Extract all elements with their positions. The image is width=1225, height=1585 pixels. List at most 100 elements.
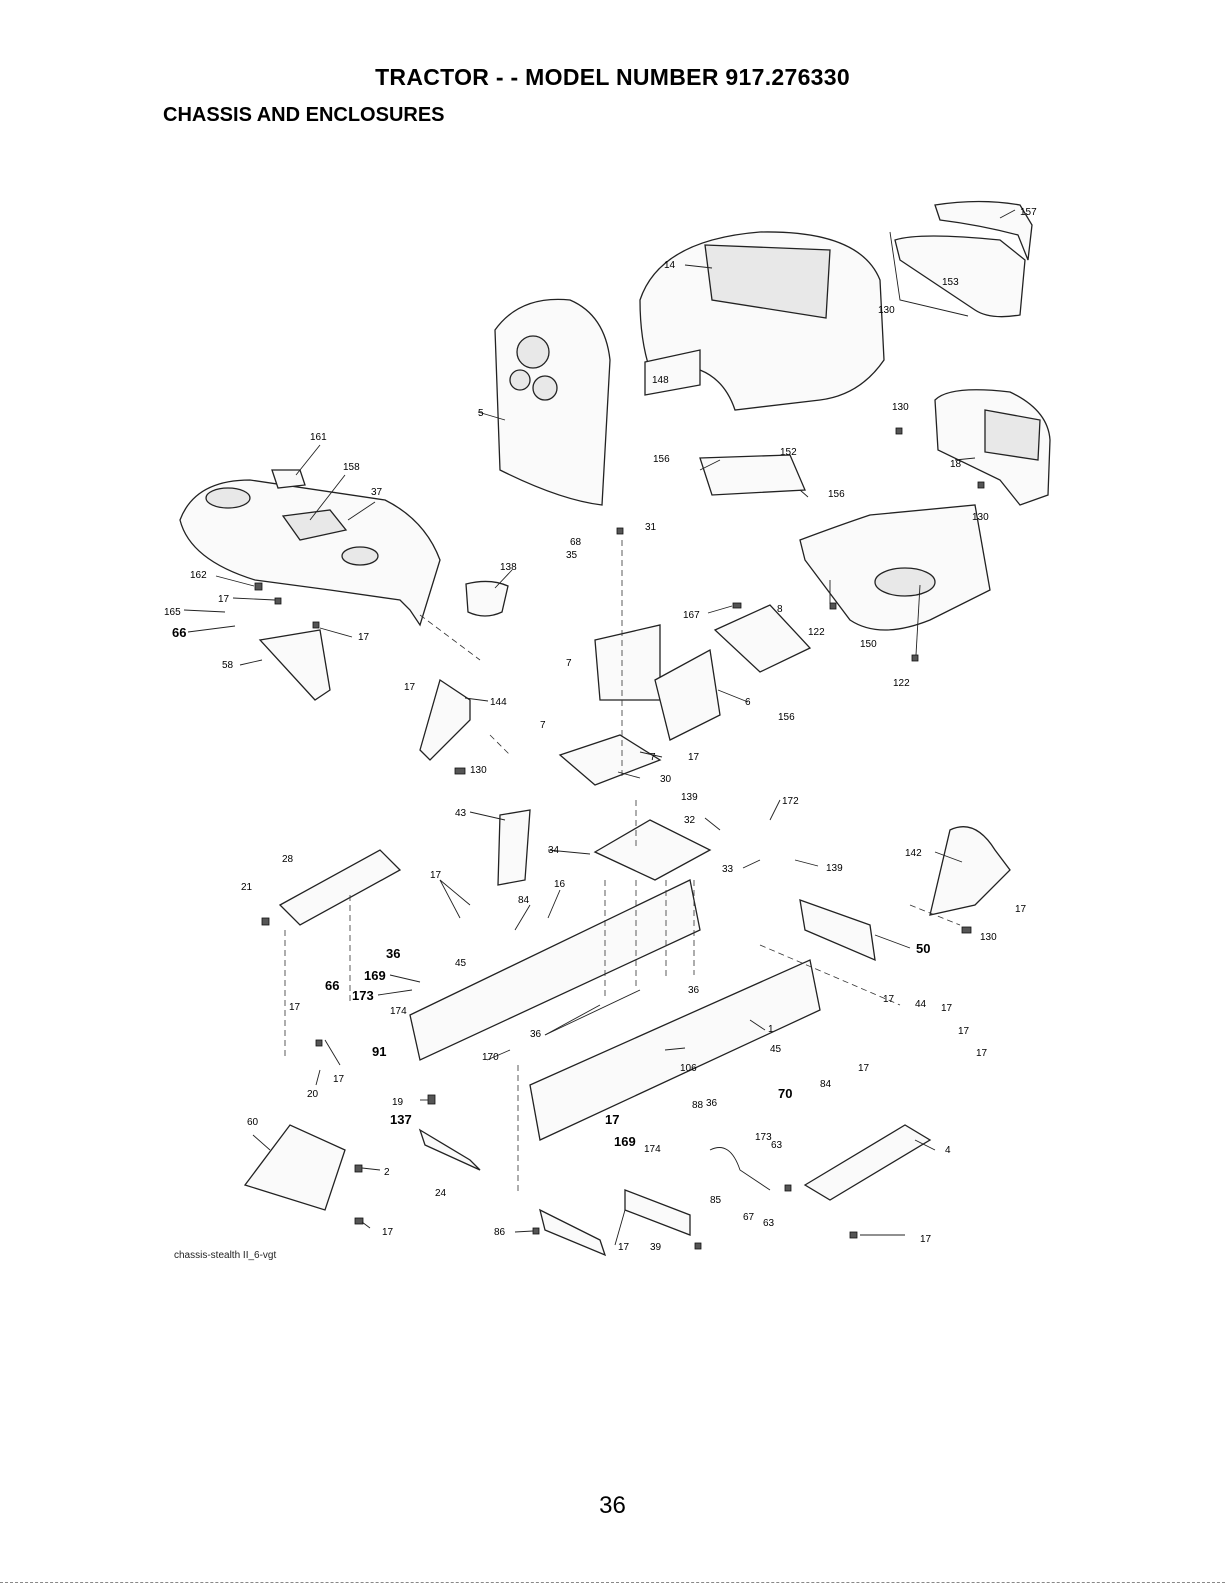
part-callout: 16	[554, 879, 566, 890]
part-callout: 161	[310, 432, 327, 443]
part-callout: 32	[684, 815, 696, 826]
part-callout: 39	[650, 1242, 662, 1253]
part-callout: 17	[289, 1002, 301, 1013]
part-callout: 6	[745, 697, 751, 708]
part-callout: 91	[372, 1044, 386, 1059]
part-callout: 28	[282, 854, 294, 865]
part-callout: 21	[241, 882, 253, 893]
dash-knob-right	[532, 375, 558, 401]
callout-labels: 1571415313014813051813016115215615615837…	[164, 207, 1037, 1253]
diagram-caption: chassis-stealth II_6-vgt	[174, 1250, 277, 1261]
part-callout: 130	[972, 512, 989, 523]
part-callout: 68	[570, 537, 582, 548]
part-callout: 165	[164, 607, 181, 618]
part-callout: 7	[566, 658, 572, 669]
part-callout: 63	[771, 1140, 783, 1151]
plate-8	[713, 604, 812, 673]
part-callout: 137	[390, 1112, 412, 1127]
part-callout: 14	[664, 260, 676, 271]
front-bracket-2	[243, 1124, 346, 1211]
part-callout: 173	[352, 988, 374, 1003]
part-callout: 86	[494, 1227, 506, 1238]
part-callout: 17	[605, 1112, 619, 1127]
bracket-58	[258, 629, 331, 701]
part-callout: 172	[782, 796, 799, 807]
part-callout: 24	[435, 1188, 447, 1199]
fuel-cap-opening	[205, 487, 251, 509]
part-callout: 17	[404, 682, 416, 693]
part-callout: 17	[920, 1234, 932, 1245]
part-callout: 63	[763, 1218, 775, 1229]
hardware	[254, 427, 985, 1250]
part-callout: 70	[778, 1086, 792, 1101]
part-callout: 66	[172, 625, 186, 640]
part-callout: 156	[828, 489, 845, 500]
part-callout: 5	[478, 408, 484, 419]
hood-lower-panel	[644, 349, 701, 396]
part-callout: 2	[384, 1167, 390, 1178]
part-callout: 173	[755, 1132, 772, 1143]
dash-gauge	[516, 335, 550, 369]
part-callout: 148	[652, 375, 669, 386]
dash-panel	[494, 298, 611, 506]
page-number: 36	[599, 1492, 626, 1519]
part-callout: 130	[470, 765, 487, 776]
side-panel-6	[654, 648, 721, 741]
part-callout: 84	[820, 1079, 832, 1090]
part-callout: 19	[392, 1097, 404, 1108]
grille-top-piece	[934, 200, 1033, 261]
part-callout: 138	[500, 562, 517, 573]
part-callout: 88	[692, 1100, 704, 1111]
footrest-right	[803, 1124, 932, 1201]
part-callout: 60	[247, 1117, 259, 1128]
part-callout: 58	[222, 660, 234, 671]
part-callout: 36	[688, 985, 700, 996]
part-callout: 150	[860, 639, 877, 650]
part-callout: 122	[808, 627, 825, 638]
part-callout: 44	[915, 999, 927, 1010]
part-callout: 4	[945, 1145, 951, 1156]
part-callout: 17	[382, 1227, 394, 1238]
part-callout: 17	[958, 1026, 970, 1037]
part-callout: 139	[681, 792, 698, 803]
part-callout: 130	[878, 305, 895, 316]
part-callout: 158	[343, 462, 360, 473]
air-shroud	[799, 504, 991, 631]
part-callout: 17	[333, 1074, 345, 1085]
bracket-39b	[624, 1189, 691, 1236]
part-callout: 157	[1020, 207, 1037, 218]
floor-plate-30	[558, 734, 662, 786]
part-callout: 45	[770, 1044, 782, 1055]
part-callout: 36	[706, 1098, 718, 1109]
part-callout: 43	[455, 808, 467, 819]
dashed-guide-lines	[284, 540, 961, 1195]
part-callout: 142	[905, 848, 922, 859]
part-callout: 130	[892, 402, 909, 413]
battery-cover	[699, 454, 806, 496]
bracket-39	[539, 1208, 607, 1257]
part-callout: 36	[530, 1029, 542, 1040]
part-shapes	[179, 200, 1051, 1257]
part-callout: 85	[710, 1195, 722, 1206]
footrest-left	[278, 849, 402, 926]
part-callout: 169	[614, 1134, 636, 1149]
part-callout: 7	[540, 720, 546, 731]
part-callout: 35	[566, 550, 578, 561]
fender-cup-opening	[341, 546, 379, 566]
part-callout: 33	[722, 864, 734, 875]
part-callout: 152	[780, 447, 797, 458]
part-callout: 36	[386, 946, 400, 961]
fender-body	[179, 479, 441, 627]
page-title: TRACTOR - - MODEL NUMBER 917.276330	[375, 64, 850, 90]
part-callout: 162	[190, 570, 207, 581]
page-bottom-rule	[0, 1582, 1225, 1583]
part-callout: 18	[950, 459, 962, 470]
part-callout: 37	[371, 487, 383, 498]
part-callout: 106	[680, 1063, 697, 1074]
bracket-50	[799, 899, 876, 962]
frame-rail-left	[409, 879, 701, 1061]
part-callout: 156	[778, 712, 795, 723]
part-callout: 167	[683, 610, 700, 621]
part-callout: 34	[548, 845, 560, 856]
